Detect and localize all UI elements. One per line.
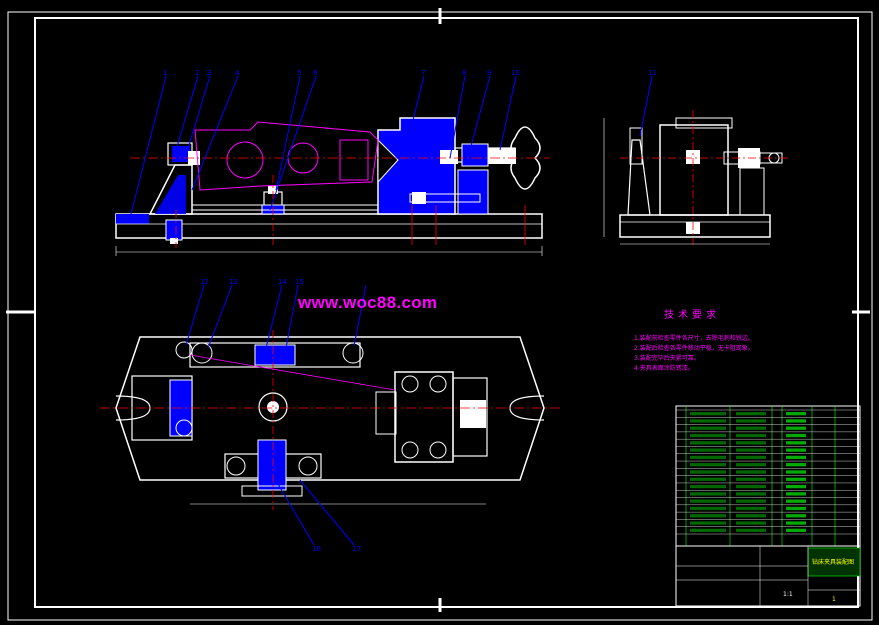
parts-cell bbox=[690, 426, 726, 430]
side-view bbox=[603, 75, 790, 245]
parts-cell bbox=[690, 448, 726, 452]
parts-cell bbox=[690, 433, 726, 438]
base-outline bbox=[115, 336, 545, 481]
part-label: 8 bbox=[462, 69, 466, 77]
parts-cell bbox=[690, 419, 726, 423]
parts-cell bbox=[736, 484, 766, 489]
parts-cell bbox=[786, 412, 806, 416]
parts-cell bbox=[736, 492, 766, 496]
requirement-item: 4.夹具表面涂防锈漆。 bbox=[634, 365, 694, 372]
part-label: 7 bbox=[421, 69, 425, 77]
parts-cell bbox=[690, 499, 726, 503]
parts-cell bbox=[736, 506, 766, 511]
parts-cell bbox=[736, 433, 766, 438]
parts-cell bbox=[736, 528, 766, 532]
parts-cell bbox=[690, 492, 726, 496]
top-view bbox=[100, 284, 560, 546]
requirement-item: 1.装配前检查零件各尺寸，去除毛刺和锐边。 bbox=[634, 335, 754, 342]
part-label: 9 bbox=[487, 69, 491, 77]
title-block bbox=[675, 545, 861, 607]
part-label: 11 bbox=[648, 69, 657, 77]
part-label: 4 bbox=[235, 69, 240, 77]
parts-cell bbox=[786, 426, 806, 430]
base-plate bbox=[115, 213, 543, 239]
part-label: 2 bbox=[195, 69, 199, 77]
parts-cell bbox=[786, 521, 806, 525]
parts-cell bbox=[786, 448, 806, 452]
part-label: 3 bbox=[207, 69, 211, 77]
parts-cell bbox=[690, 455, 726, 460]
parts-cell bbox=[690, 506, 726, 511]
workpiece bbox=[194, 121, 379, 191]
parts-cell bbox=[736, 499, 766, 503]
parts-cell bbox=[736, 426, 766, 430]
parts-cell bbox=[736, 463, 766, 467]
parts-cell bbox=[786, 506, 806, 511]
parts-cell bbox=[690, 441, 726, 445]
parts-cell bbox=[690, 470, 726, 474]
part-label: 15 bbox=[295, 278, 304, 286]
parts-cell bbox=[786, 499, 806, 503]
drawing-title: 钻床夹具装配图 bbox=[812, 559, 855, 566]
part-label: 10 bbox=[511, 69, 520, 77]
sheet-text: 1 bbox=[832, 596, 836, 603]
parts-cell bbox=[786, 470, 806, 474]
part-label: 5 bbox=[297, 69, 301, 77]
parts-cell bbox=[786, 419, 806, 423]
requirement-item: 2.装配后检查各零件移动平稳，无卡阻现象。 bbox=[634, 345, 754, 352]
parts-cell bbox=[690, 412, 726, 416]
parts-cell bbox=[786, 441, 806, 445]
v-block bbox=[377, 117, 456, 215]
parts-cell bbox=[786, 492, 806, 496]
parts-cell bbox=[786, 477, 806, 481]
parts-cell bbox=[736, 419, 766, 423]
parts-cell bbox=[736, 470, 766, 474]
parts-cell bbox=[786, 514, 806, 518]
part-label: 1 bbox=[163, 69, 167, 77]
parts-cell bbox=[736, 441, 766, 445]
parts-cell bbox=[690, 514, 726, 518]
parts-cell bbox=[736, 448, 766, 452]
parts-cell bbox=[786, 433, 806, 438]
parts-cell bbox=[736, 521, 766, 525]
part-label: 6 bbox=[313, 69, 318, 77]
requirement-item: 3.装配完毕后夹紧可靠。 bbox=[634, 355, 700, 362]
parts-list bbox=[675, 405, 861, 547]
parts-cell bbox=[736, 455, 766, 460]
parts-cell bbox=[690, 463, 726, 467]
parts-cell bbox=[690, 521, 726, 525]
part-label: 17 bbox=[352, 545, 361, 553]
parts-cell bbox=[786, 484, 806, 489]
parts-cell bbox=[786, 528, 806, 532]
part-label: 14 bbox=[278, 278, 287, 286]
scale-text: 1:1 bbox=[783, 591, 793, 598]
centering-marks bbox=[6, 8, 870, 612]
part-label: 13 bbox=[229, 278, 238, 286]
part-number-labels: 1 2 3 4 5 6 7 8 9 10 11 12 13 14 15 16 1… bbox=[163, 69, 657, 553]
technical-requirements-title: 技术要求 bbox=[664, 310, 720, 321]
part-label: 12 bbox=[200, 278, 209, 286]
parts-cell bbox=[786, 455, 806, 460]
parts-cell bbox=[736, 412, 766, 416]
watermark: www.woc88.com bbox=[298, 293, 438, 312]
parts-cell bbox=[690, 484, 726, 489]
parts-cell bbox=[736, 514, 766, 518]
parts-cell bbox=[690, 528, 726, 532]
parts-cell bbox=[786, 463, 806, 467]
parts-cell bbox=[690, 477, 726, 481]
front-view bbox=[115, 75, 550, 256]
technical-requirements-list: 1.装配前检查零件各尺寸，去除毛刺和锐边。 2.装配后检查各零件移动平稳，无卡阻… bbox=[634, 334, 754, 374]
parts-cell bbox=[736, 477, 766, 481]
part-label: 16 bbox=[312, 545, 321, 553]
